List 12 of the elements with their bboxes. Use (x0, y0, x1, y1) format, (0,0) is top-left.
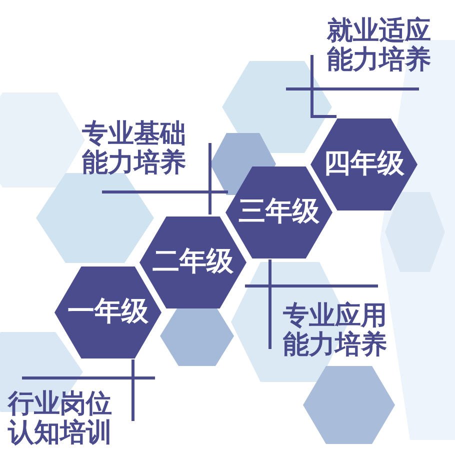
leader-line (244, 260, 378, 350)
grade-label: 一年级 (68, 297, 148, 327)
grade-label: 四年级 (324, 149, 404, 179)
grade-label: 二年级 (152, 247, 234, 277)
training-goal-text: 行业岗位认知培训 (8, 390, 118, 448)
leader-line (284, 54, 419, 118)
training-goal-text: 专业基础能力培养 (82, 120, 192, 178)
grade-label: 三年级 (238, 197, 320, 227)
training-goal-text: 专业应用能力培养 (283, 302, 393, 360)
leader-line (102, 142, 230, 214)
training-goal-text: 就业适应能力培养 (327, 17, 437, 75)
leader-line (22, 360, 156, 422)
